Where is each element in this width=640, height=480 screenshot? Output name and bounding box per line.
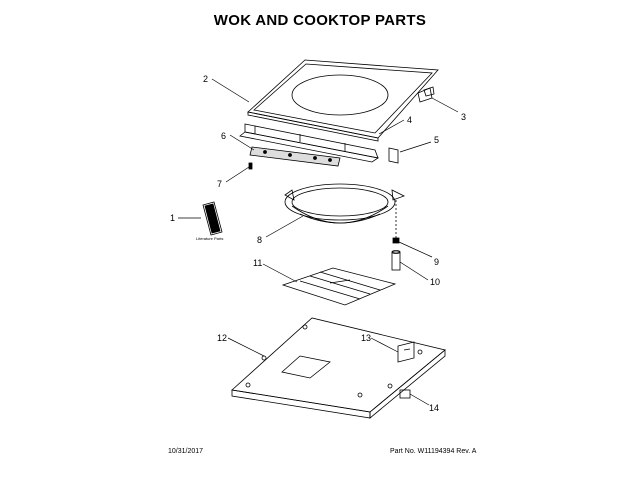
callout-3: 3 [461, 112, 466, 122]
heat-spreader-part[interactable] [281, 267, 397, 306]
footer-part-number: Part No. W11194394 Rev. A [390, 448, 477, 455]
frame-part[interactable] [239, 123, 380, 163]
footer-date: 10/31/2017 [168, 448, 204, 455]
callout-labels: 2 3 4 5 6 7 1 8 9 10 11 12 13 14 [170, 74, 466, 413]
callout-12: 12 [217, 333, 227, 343]
callout-6: 6 [221, 131, 226, 141]
callout-1: 1 [170, 213, 175, 223]
callout-7: 7 [217, 179, 222, 189]
callout-10: 10 [430, 277, 440, 287]
page-title: WOK AND COOKTOP PARTS [213, 12, 427, 29]
connector-part[interactable] [392, 200, 400, 244]
literature-label: Literature Parts [196, 236, 223, 241]
base-plate-part[interactable] [231, 317, 446, 419]
screw-part[interactable] [248, 162, 253, 170]
cooktop-glass-part[interactable] [247, 59, 439, 142]
wok-coil-part[interactable] [284, 183, 406, 224]
callout-14: 14 [429, 403, 439, 413]
leader-lines [178, 78, 459, 406]
plate-part[interactable] [388, 147, 399, 164]
callout-13: 13 [361, 333, 371, 343]
callout-2: 2 [203, 74, 208, 84]
foot-part[interactable] [399, 389, 411, 399]
control-board-part[interactable] [249, 146, 341, 167]
callout-4: 4 [407, 115, 412, 125]
sensor-part[interactable] [391, 250, 401, 271]
bracket-part[interactable] [417, 86, 435, 103]
callout-9: 9 [434, 257, 439, 267]
callout-8: 8 [257, 235, 262, 245]
mount-bracket-part[interactable] [397, 341, 415, 363]
callout-5: 5 [434, 135, 439, 145]
callout-11: 11 [253, 258, 262, 268]
literature-part[interactable]: Literature Parts [196, 201, 223, 241]
